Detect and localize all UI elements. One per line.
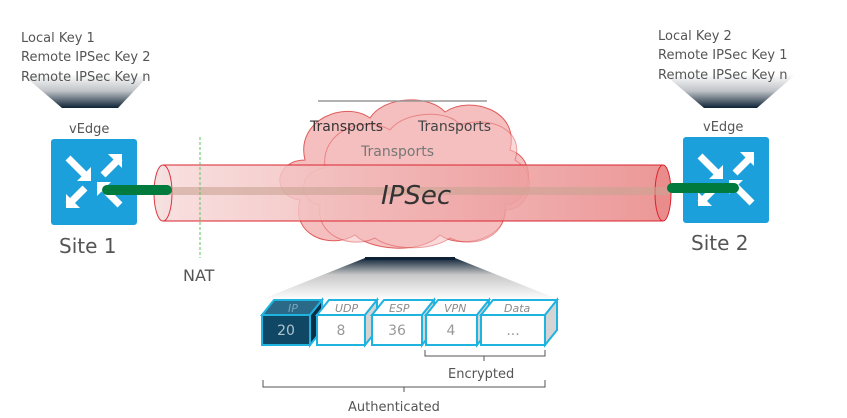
esp-name: ESP (389, 302, 410, 315)
packet-header-udp (314, 297, 380, 348)
packet-data (478, 297, 560, 348)
site1-key-2: Remote IPSec Key 2 (21, 50, 150, 65)
packet-funnel (260, 258, 560, 300)
cloud-label-1: Transports (309, 119, 383, 135)
site2-key-3: Remote IPSec Key n (658, 68, 787, 83)
vpn-name: VPN (444, 302, 466, 315)
cloud-label-2: Transports (417, 119, 491, 135)
site1-device-label: vEdge (69, 122, 109, 137)
data-name: Data (504, 302, 531, 315)
nat-label: NAT (183, 266, 215, 285)
ipsec-tunnel (100, 164, 672, 222)
udp-value: 8 (337, 323, 346, 339)
site2-key-1: Local Key 2 (658, 29, 732, 44)
site2-key-funnel (664, 74, 796, 108)
encrypted-brace (424, 350, 546, 361)
udp-name: UDP (335, 302, 359, 315)
esp-value: 36 (388, 323, 406, 339)
authenticated-brace (262, 380, 546, 392)
site1-key-3: Remote IPSec Key n (21, 70, 150, 85)
data-value: ... (506, 323, 519, 339)
site1-key-funnel (22, 74, 150, 108)
authenticated-label: Authenticated (348, 400, 440, 415)
site2-label: Site 2 (691, 231, 748, 255)
ip-value: 20 (277, 323, 295, 339)
cloud-label-3: Transports (360, 144, 434, 160)
site2-key-2: Remote IPSec Key 1 (658, 48, 787, 63)
site1-router[interactable] (51, 139, 137, 225)
site2-router[interactable] (683, 137, 769, 223)
encrypted-label: Encrypted (448, 367, 514, 382)
tunnel-label: IPSec (381, 181, 451, 211)
site1-key-1: Local Key 1 (21, 31, 95, 46)
site2-device-label: vEdge (703, 120, 743, 135)
site1-label: Site 1 (59, 234, 116, 258)
ip-name: IP (288, 302, 298, 315)
vpn-value: 4 (447, 323, 456, 339)
